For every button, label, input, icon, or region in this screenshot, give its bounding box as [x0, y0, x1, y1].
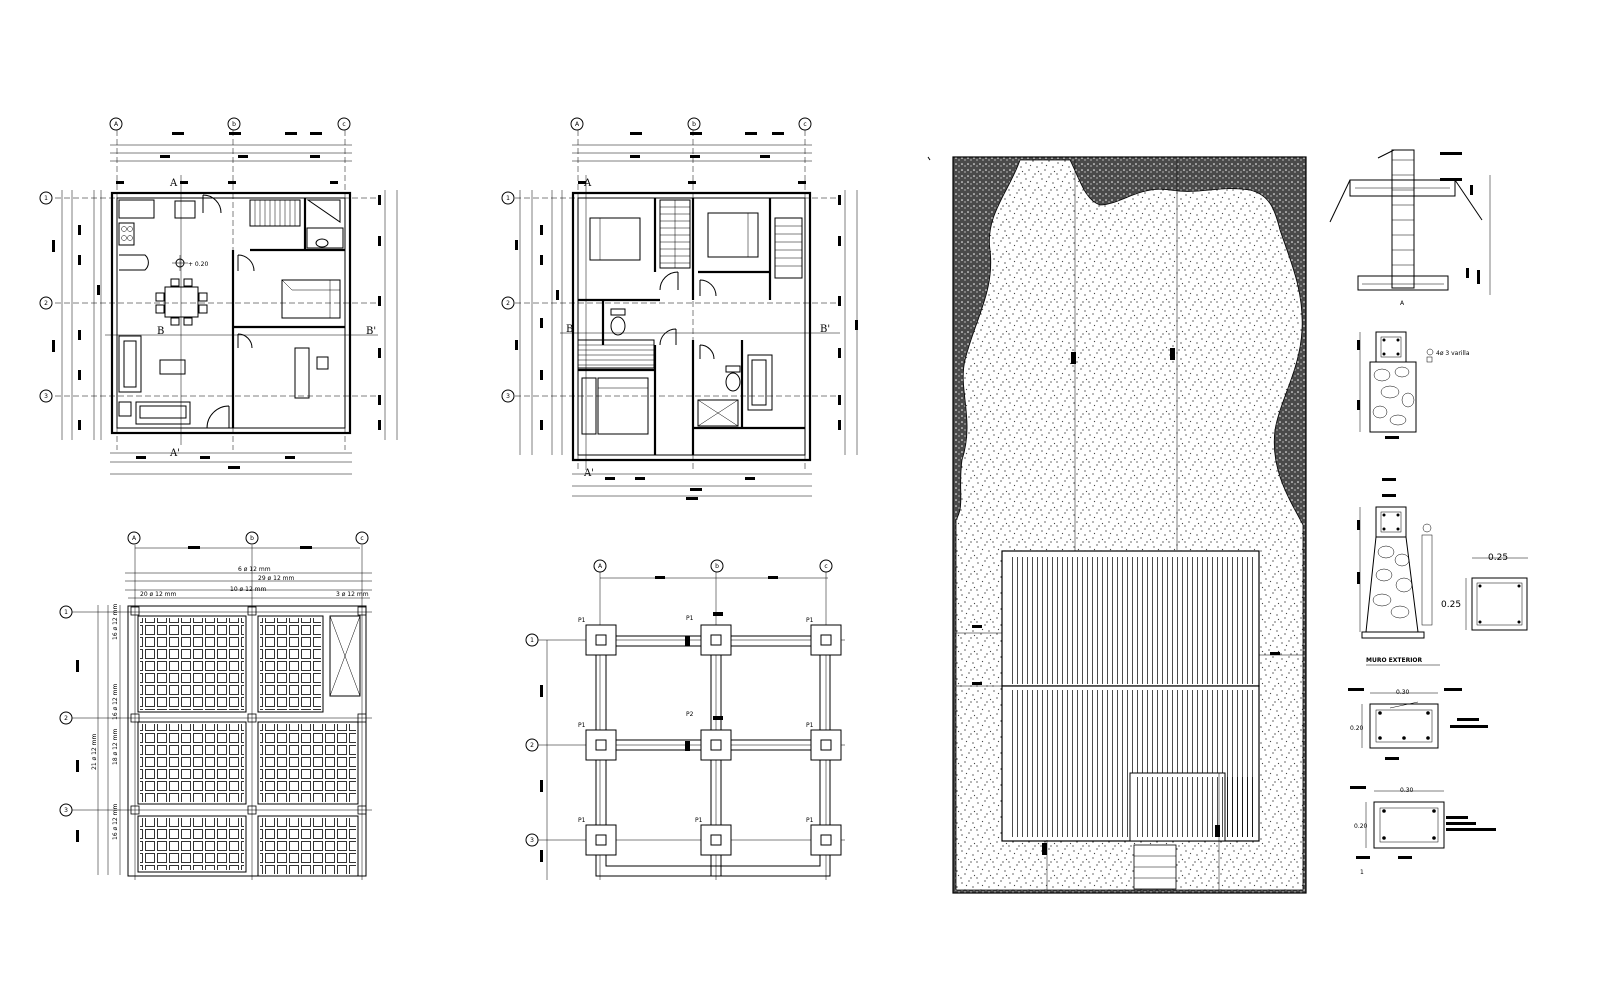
section-b-upper: B [566, 324, 573, 335]
level-note: + 0.20 [188, 261, 208, 268]
beam-height-2: 0.20 [1354, 823, 1368, 830]
axis-3-found: 3 [530, 837, 534, 844]
slab-dim-total: 6 ø 12 mm [238, 566, 271, 573]
pad-label-5: P2 [686, 711, 694, 718]
bar-note: 4ø 3 varilla [1436, 350, 1470, 357]
pad-label-6: P1 [806, 722, 814, 729]
section-b-ground: B [157, 326, 164, 337]
axis-2-slab: 2 [64, 715, 68, 722]
slab-dim-2: 29 ø 12 mm [258, 575, 295, 582]
pad-label-3: P1 [806, 617, 814, 624]
foundation-plan: P1 P1 P1 P1 P2 P1 P1 P1 P1 A b c 1 2 3 [525, 559, 845, 880]
axis-2-ground: 2 [44, 300, 48, 307]
axis-1-upper: 1 [506, 195, 510, 202]
axis-b-found: b [715, 563, 719, 570]
entry-steps [1133, 844, 1177, 890]
axis-2-upper: 2 [506, 300, 510, 307]
slab-dim-3: 20 ø 12 mm [140, 591, 177, 598]
pad-label-8: P1 [695, 817, 703, 824]
site-roof-plan [927, 156, 1307, 894]
slab-side-dim-4: 18 ø 12 mm [112, 728, 119, 765]
pad-label-1: P1 [578, 617, 586, 624]
axis-a-ground: A [114, 121, 119, 128]
axis-c-slab: c [360, 535, 363, 542]
toilet-upper-2 [725, 372, 741, 392]
axis-3-ground: 3 [44, 393, 48, 400]
section-a-prime-ground: A' [169, 448, 180, 459]
beam-width-2: 0.30 [1400, 787, 1414, 794]
desk [294, 347, 310, 399]
stone-footing-2 [1357, 478, 1433, 639]
slab-dim-5: 3 ø 12 mm [336, 591, 369, 598]
toilet-upper-1 [610, 316, 626, 336]
slab-reinforcement-plan: 6 ø 12 mm 29 ø 12 mm 20 ø 12 mm 10 ø 12 … [59, 531, 372, 880]
section-a-prime-upper: A' [583, 468, 594, 479]
details-column: A 4ø 3 varilla [1329, 149, 1528, 876]
axis-1-ground: 1 [44, 195, 48, 202]
column-size-v: 0.25 [1441, 600, 1461, 610]
section-a-upper: A [583, 178, 592, 189]
axis-a-slab: A [132, 535, 137, 542]
pad-label-9: P1 [806, 817, 814, 824]
stove [118, 222, 135, 246]
axis-a-upper: A [575, 121, 580, 128]
slab-side-dim-5: 16 ø 12 mm [112, 803, 119, 840]
stair-ground [249, 199, 301, 227]
axis-3-slab: 3 [64, 807, 68, 814]
sofa-left [118, 335, 142, 393]
pad-label-7: P1 [578, 817, 586, 824]
axis-c-upper: c [803, 121, 806, 128]
bed-ground [281, 279, 341, 319]
kitchen-sink [118, 199, 155, 219]
ground-floor-plan: + 0.20 A A' B B' [39, 117, 398, 475]
column-section: 0.25 0.25 [1441, 553, 1528, 631]
bed-upper-3 [597, 377, 649, 435]
pad-label-4: P1 [578, 722, 586, 729]
beam-width-1: 0.30 [1396, 689, 1410, 696]
axis-c-ground: c [342, 121, 345, 128]
fridge [174, 200, 196, 219]
axis-b-upper: b [692, 121, 696, 128]
muro-exterior-title: MURO EXTERIOR [1366, 657, 1423, 664]
slab-side-dim-3: 21 ø 12 mm [91, 733, 98, 770]
section-b-prime-upper: B' [820, 324, 830, 335]
beam-section-2: 0.30 0.20 1 [1350, 786, 1496, 876]
axis-b-slab: b [250, 535, 254, 542]
sofa-bottom [135, 401, 191, 425]
stirrup-no: 1 [1360, 869, 1364, 876]
bed-upper-1 [589, 217, 641, 261]
axis-1-found: 1 [530, 637, 534, 644]
slab-side-dim-1: 16 ø 12 mm [112, 603, 119, 640]
footing-a: A [1400, 300, 1405, 307]
section-a-ground: A [169, 178, 178, 189]
dining-table [155, 278, 208, 326]
pad-label-2: P1 [686, 615, 694, 622]
sofa-upper [747, 354, 773, 411]
shower-upper [697, 399, 739, 427]
axis-1-slab: 1 [64, 609, 68, 616]
axis-a-found: A [598, 563, 603, 570]
stair-upper [577, 199, 803, 369]
bed-upper-2 [707, 212, 759, 258]
axis-2-found: 2 [530, 742, 534, 749]
axis-3-upper: 3 [506, 393, 510, 400]
column-footing-section: A [1329, 149, 1491, 307]
beam-section-1: 0.30 0.20 [1348, 688, 1488, 760]
axis-c-found: c [824, 563, 827, 570]
section-b-prime-ground: B' [366, 326, 376, 337]
column-size-h: 0.25 [1488, 553, 1508, 563]
bathroom-ground [306, 227, 344, 249]
stone-footing-1: 4ø 3 varilla [1357, 331, 1470, 439]
slab-side-dim-2: 16 ø 12 mm [112, 683, 119, 720]
beam-height-1: 0.20 [1350, 725, 1364, 732]
slab-dim-4: 10 ø 12 mm [230, 586, 267, 593]
axis-b-ground: b [232, 121, 236, 128]
upper-floor-plan: A A' B B' A b c 1 2 3 [501, 117, 858, 500]
